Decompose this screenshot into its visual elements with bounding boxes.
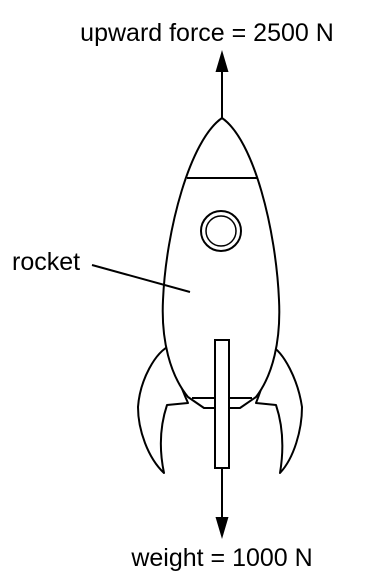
rocket-exhaust-strip [215, 340, 229, 468]
upward-force-label: upward force = 2500 N [80, 19, 334, 47]
porthole-window [201, 211, 241, 251]
upward-force-arrow [216, 50, 229, 118]
weight-label: weight = 1000 N [130, 544, 312, 572]
weight-arrow [216, 468, 229, 539]
rocket-label: rocket [12, 248, 80, 276]
